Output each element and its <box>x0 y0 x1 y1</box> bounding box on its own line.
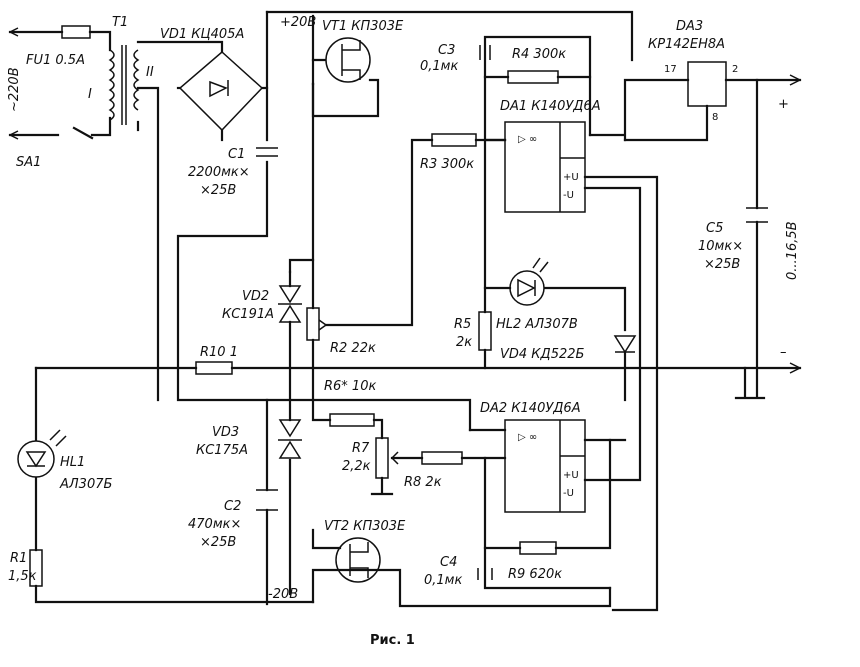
svg-text:▷ ∞: ▷ ∞ <box>518 432 537 443</box>
label-vd1: VD1 КЦ405А <box>160 27 244 42</box>
label-c3: C3 <box>438 43 455 58</box>
label-vd2-type: КС191А <box>222 307 274 322</box>
label-c5-voltage: ×25В <box>704 257 740 272</box>
label-c2: C2 <box>224 499 241 514</box>
label-range: 0...16,5В <box>785 221 800 280</box>
label-fu1: FU1 0.5A <box>26 53 85 68</box>
label-hl1: HL1 <box>60 455 85 470</box>
label-r1: R1 <box>10 551 27 566</box>
arrow-icon <box>789 74 801 86</box>
label-pin17: 17 <box>664 64 677 75</box>
label-da3-type: КР142ЕН8А <box>648 37 725 52</box>
led-hl1 <box>17 429 67 478</box>
arrow-icon <box>789 362 801 374</box>
label-sa1: SA1 <box>16 155 41 170</box>
svg-text:-U: -U <box>563 190 574 201</box>
zener-vd2 <box>278 285 302 323</box>
svg-text:+U: +U <box>563 172 579 183</box>
label-vd2: VD2 <box>242 289 269 304</box>
opamp-da2: ▷ ∞ +U -U <box>504 419 586 513</box>
diode-vd4 <box>613 335 637 354</box>
label-minus20: -20В <box>268 587 298 602</box>
label-r4: R4 300к <box>512 47 566 62</box>
wires <box>8 10 802 612</box>
arrow-icon <box>9 130 19 140</box>
label-da1: DA1 К140УД6А <box>500 99 601 114</box>
transistor-vt1 <box>325 37 371 83</box>
labels: T1 FU1 0.5A ~220В I II SA1 VD1 КЦ405А +2… <box>7 15 800 648</box>
resistor-r3 <box>431 133 477 147</box>
label-vt1: VT1 КП303Е <box>322 19 404 34</box>
label-c1: C1 <box>228 147 245 162</box>
potentiometer-r2 <box>306 307 327 341</box>
resistor-r8 <box>421 451 463 465</box>
label-c4-value: 0,1мк <box>424 573 462 588</box>
label-r9: R9 620к <box>508 567 562 582</box>
opamp-da1: ▷ ∞ +U -U <box>504 121 586 213</box>
label-vd3: VD3 <box>212 425 239 440</box>
resistor-r6 <box>329 413 375 427</box>
label-hl2: HL2 АЛ307В <box>496 317 578 332</box>
resistor-r1 <box>29 549 43 587</box>
svg-text:▷ ∞: ▷ ∞ <box>518 134 537 145</box>
resistor-r4 <box>507 70 559 84</box>
zener-vd3 <box>278 419 302 459</box>
resistor-r9 <box>519 541 557 555</box>
label-r7: R7 <box>352 441 370 456</box>
label-vd3-type: КС175А <box>196 443 248 458</box>
label-vd4: VD4 КД522Б <box>500 347 585 362</box>
potentiometer-r7 <box>375 437 399 479</box>
label-c5: C5 <box>706 221 723 236</box>
svg-text:+U: +U <box>563 470 579 481</box>
label-da2: DA2 К140УД6А <box>480 401 581 416</box>
label-t1: T1 <box>112 15 128 30</box>
label-winding-2: II <box>146 65 154 80</box>
capacitor-c2 <box>256 489 278 511</box>
label-plus20: +20В <box>280 15 316 30</box>
regulator-da3 <box>687 61 727 107</box>
led-hl2 <box>509 257 549 306</box>
label-pin8: 8 <box>712 112 718 123</box>
bridge-vd1 <box>178 51 264 132</box>
figure-caption: Рис. 1 <box>370 633 415 648</box>
label-da3: DA3 <box>676 19 703 34</box>
label-plus: + <box>778 97 789 112</box>
label-r3: R3 300к <box>420 157 474 172</box>
label-c2-voltage: ×25В <box>200 535 236 550</box>
capacitor-c1 <box>256 147 278 157</box>
label-c1-voltage: ×25В <box>200 183 236 198</box>
label-mains: ~220В <box>7 67 22 112</box>
label-r5: R5 <box>454 317 471 332</box>
label-c4: C4 <box>440 555 457 570</box>
label-c1-value: 2200мк× <box>188 165 250 180</box>
label-c5-value: 10мк× <box>698 239 743 254</box>
label-r5-value: 2к <box>456 335 472 350</box>
label-r10: R10 1 <box>200 345 238 360</box>
label-r6: R6* 10к <box>324 379 376 394</box>
fuse-fu1 <box>61 25 91 39</box>
resistor-r5 <box>478 311 492 351</box>
label-r1-value: 1,5к <box>8 569 37 584</box>
capacitor-c4 <box>477 568 493 580</box>
label-winding-1: I <box>88 87 92 102</box>
label-hl1-type: АЛ307Б <box>59 477 112 492</box>
resistor-r10 <box>195 361 233 375</box>
label-vt2: VT2 КП303Е <box>324 519 406 534</box>
capacitor-c5 <box>746 207 768 223</box>
label-r2: R2 22к <box>330 341 376 356</box>
transistor-vt2 <box>335 537 381 583</box>
label-c3-value: 0,1мк <box>420 59 458 74</box>
transformer-t1 <box>108 45 140 125</box>
label-r8: R8 2к <box>404 475 442 490</box>
capacitor-c3 <box>479 45 491 60</box>
arrow-icon <box>9 27 19 37</box>
label-r7-value: 2,2к <box>342 459 371 474</box>
svg-text:-U: -U <box>563 488 574 499</box>
label-c2-value: 470мк× <box>188 517 241 532</box>
label-pin2: 2 <box>732 64 738 75</box>
label-minus: – <box>780 345 787 360</box>
